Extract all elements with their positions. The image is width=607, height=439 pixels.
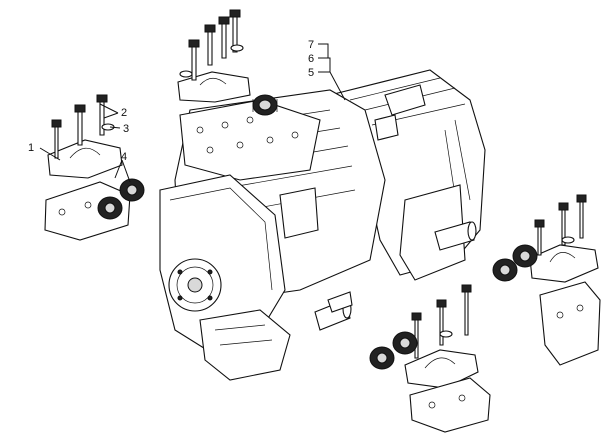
callout-4: 4 — [121, 151, 127, 163]
callout-2: 2 — [121, 107, 127, 119]
callout-6: 6 — [308, 53, 314, 65]
roller-bearing-top — [252, 94, 278, 116]
callout-7: 7 — [308, 39, 314, 51]
callout-leaders — [39, 43, 346, 183]
callout-5: 5 — [308, 67, 314, 79]
bearing-cap-lower — [369, 284, 491, 433]
bearing-cap-upper-center — [177, 9, 251, 103]
callout-1: 1 — [28, 142, 34, 154]
transmission-housing — [159, 69, 486, 381]
callout-3: 3 — [123, 123, 129, 135]
bearing-cap-right — [492, 194, 601, 366]
bearing-cap-left — [44, 94, 145, 241]
